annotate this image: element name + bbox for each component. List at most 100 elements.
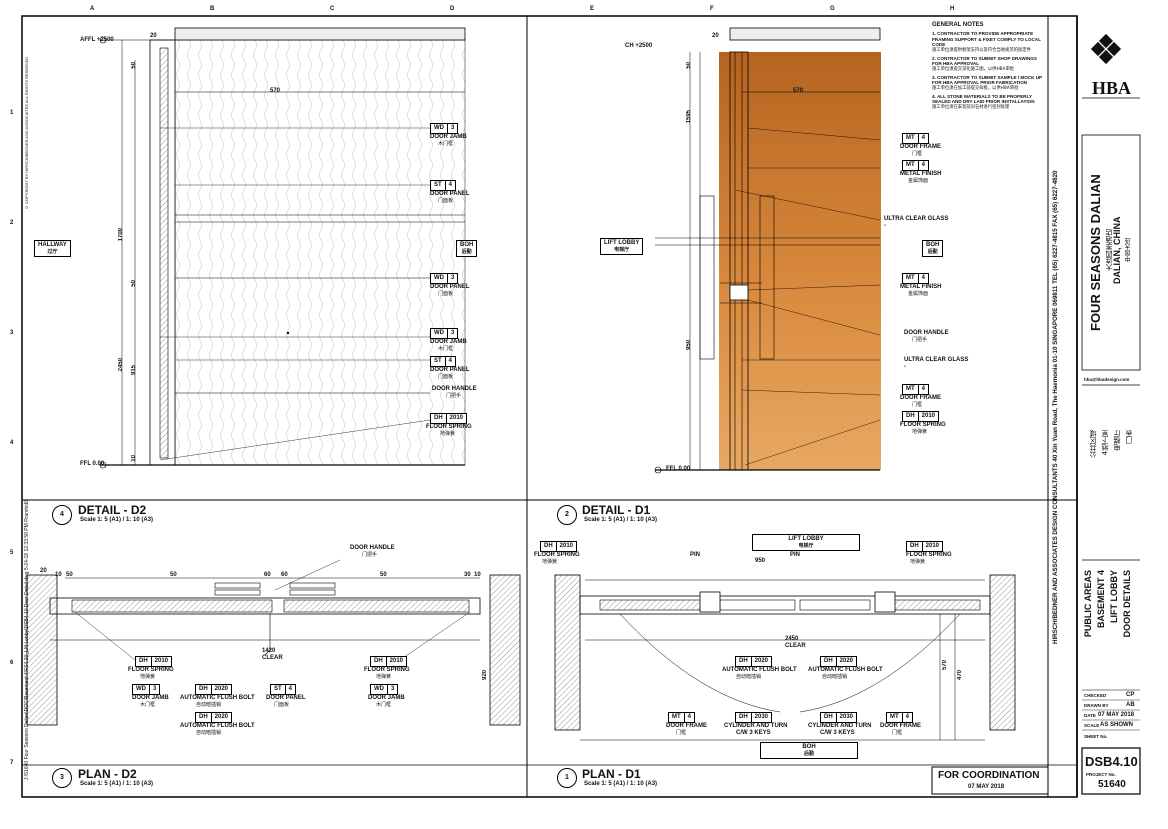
note-item: 4. ALL STONE MATERIALS TO BE PROPERLY SE… [932,94,1044,110]
dim-label: PIN [790,552,801,558]
grid-row-label: 7 [10,760,14,766]
dim-label: 570 [793,88,804,94]
tag-code: DH [374,658,383,664]
note-item: 2. CONTRACTOR TO SUBMIT SHOP DRAWINGS FO… [932,56,1044,72]
desc-en-line: BASEMENT 4 [1096,570,1106,629]
dim-label: 50 [380,572,387,578]
tag-code: DH [824,714,833,720]
grid-col-label: E [590,6,595,12]
detail-d1-elevation [654,27,881,474]
tag-code: MT [906,386,915,392]
callout-cn: 地弹簧 [440,431,456,437]
callout-cn: 木门框 [438,141,454,147]
stamp-title: FOR COORDINATION [938,770,1040,781]
tag-num: 2020 [835,657,856,666]
dim-label: 50 [131,62,137,69]
tag-code: ST [274,686,282,692]
callout-name: DOOR HANDLE [432,386,477,392]
tag-num: 4 [683,713,694,722]
callout-name: AUTOMATIC FLUSH BOLT [180,695,255,701]
room-name-cn: 后勤 [461,249,472,255]
callout-cn: 自动暗插销 [196,730,222,736]
grid-col-label: C [330,6,335,12]
grid-row-label: 6 [10,660,14,666]
dim-label: 20 [712,33,719,39]
stamp-date: 07 MAY 2018 [968,784,1005,790]
callout-name: ULTRA CLEAR GLASS [904,357,969,363]
affl-label: AFFL +2500 [80,37,114,43]
dim-label: 915 [131,365,137,376]
checked-label: CHECKED [1084,693,1107,698]
tag-num: 3 [149,685,159,694]
callout-cn: 地弹簧 [140,674,156,680]
note-item: 1. CONTRACTOR TO PROVIDE APPROPRIATE FRA… [932,31,1044,53]
callout-name: FLOOR SPRING [128,667,174,673]
room-name: BOH [926,242,940,248]
tag-code: MT [906,275,915,281]
grid-col-label: A [90,6,95,12]
tag-num: 4 [917,134,928,143]
grid-row-label: 1 [10,110,14,116]
callout-name: FLOOR SPRING [364,667,410,673]
tag-code: MT [906,162,915,168]
callout-name: DOOR FRAME [666,723,707,729]
grid-row-label: 3 [10,330,14,336]
tag-num: 2020 [750,657,771,666]
drawn-label: DRAWN BY [1084,703,1109,708]
tag-code: DH [139,658,148,664]
tag-num: 2030 [835,713,856,722]
callout-name: DOOR JAMB [368,695,405,701]
dim-label: 950 [686,340,692,351]
detail-scale: Scale 1: 5 (A1) / 1: 10 (A3) [584,781,658,787]
callout-name: CYLINDER AND TURN [808,723,872,729]
grid-row-label: 4 [10,440,14,446]
tag-num: 2010 [445,414,466,423]
project-location: DALIAN, CHINA [1112,216,1122,284]
callout-cn: 门面板 [438,291,454,297]
dim-label: 50 [686,62,692,69]
firm-address-strip: HIRSCH/BEDNER AND ASSOCIATES DESIGN CONS… [1052,170,1059,644]
callout-name: DOOR FRAME [880,723,921,729]
detail-number: 3 [52,768,72,788]
callout-cn: 门框 [892,730,903,736]
tag-code: WD [136,686,146,692]
project-number: 51640 [1098,779,1126,790]
hba-logo-mark [1090,33,1122,65]
desc-en-line: PUBLIC AREAS [1083,570,1093,638]
tag-num: 3 [447,124,457,133]
dim-label: 50 [66,572,73,578]
callout-cn: 木门框 [376,702,392,708]
callout-cn: 木门框 [438,346,454,352]
room-name-cn: 电梯厅 [614,247,630,253]
callout-name: FLOOR SPRING [534,552,580,558]
detail-title: PLAN - D2 [78,767,137,781]
checked-value: CP [1126,692,1135,698]
sheet-number: DSB4.10 [1085,754,1138,769]
detail-d2-elevation [99,27,466,469]
tag-code: MT [672,714,681,720]
scale-label: SCALE [1084,723,1100,728]
grid-col-label: H [950,6,955,12]
detail-number: 4 [52,505,72,525]
room-name-cn: 后勤 [927,249,938,255]
tag-code: MT [906,135,915,141]
tag-code: MT [890,714,899,720]
dim-label: 570 [270,88,281,94]
tag-num: 2020 [210,685,231,694]
tag-code: DH [739,658,748,664]
